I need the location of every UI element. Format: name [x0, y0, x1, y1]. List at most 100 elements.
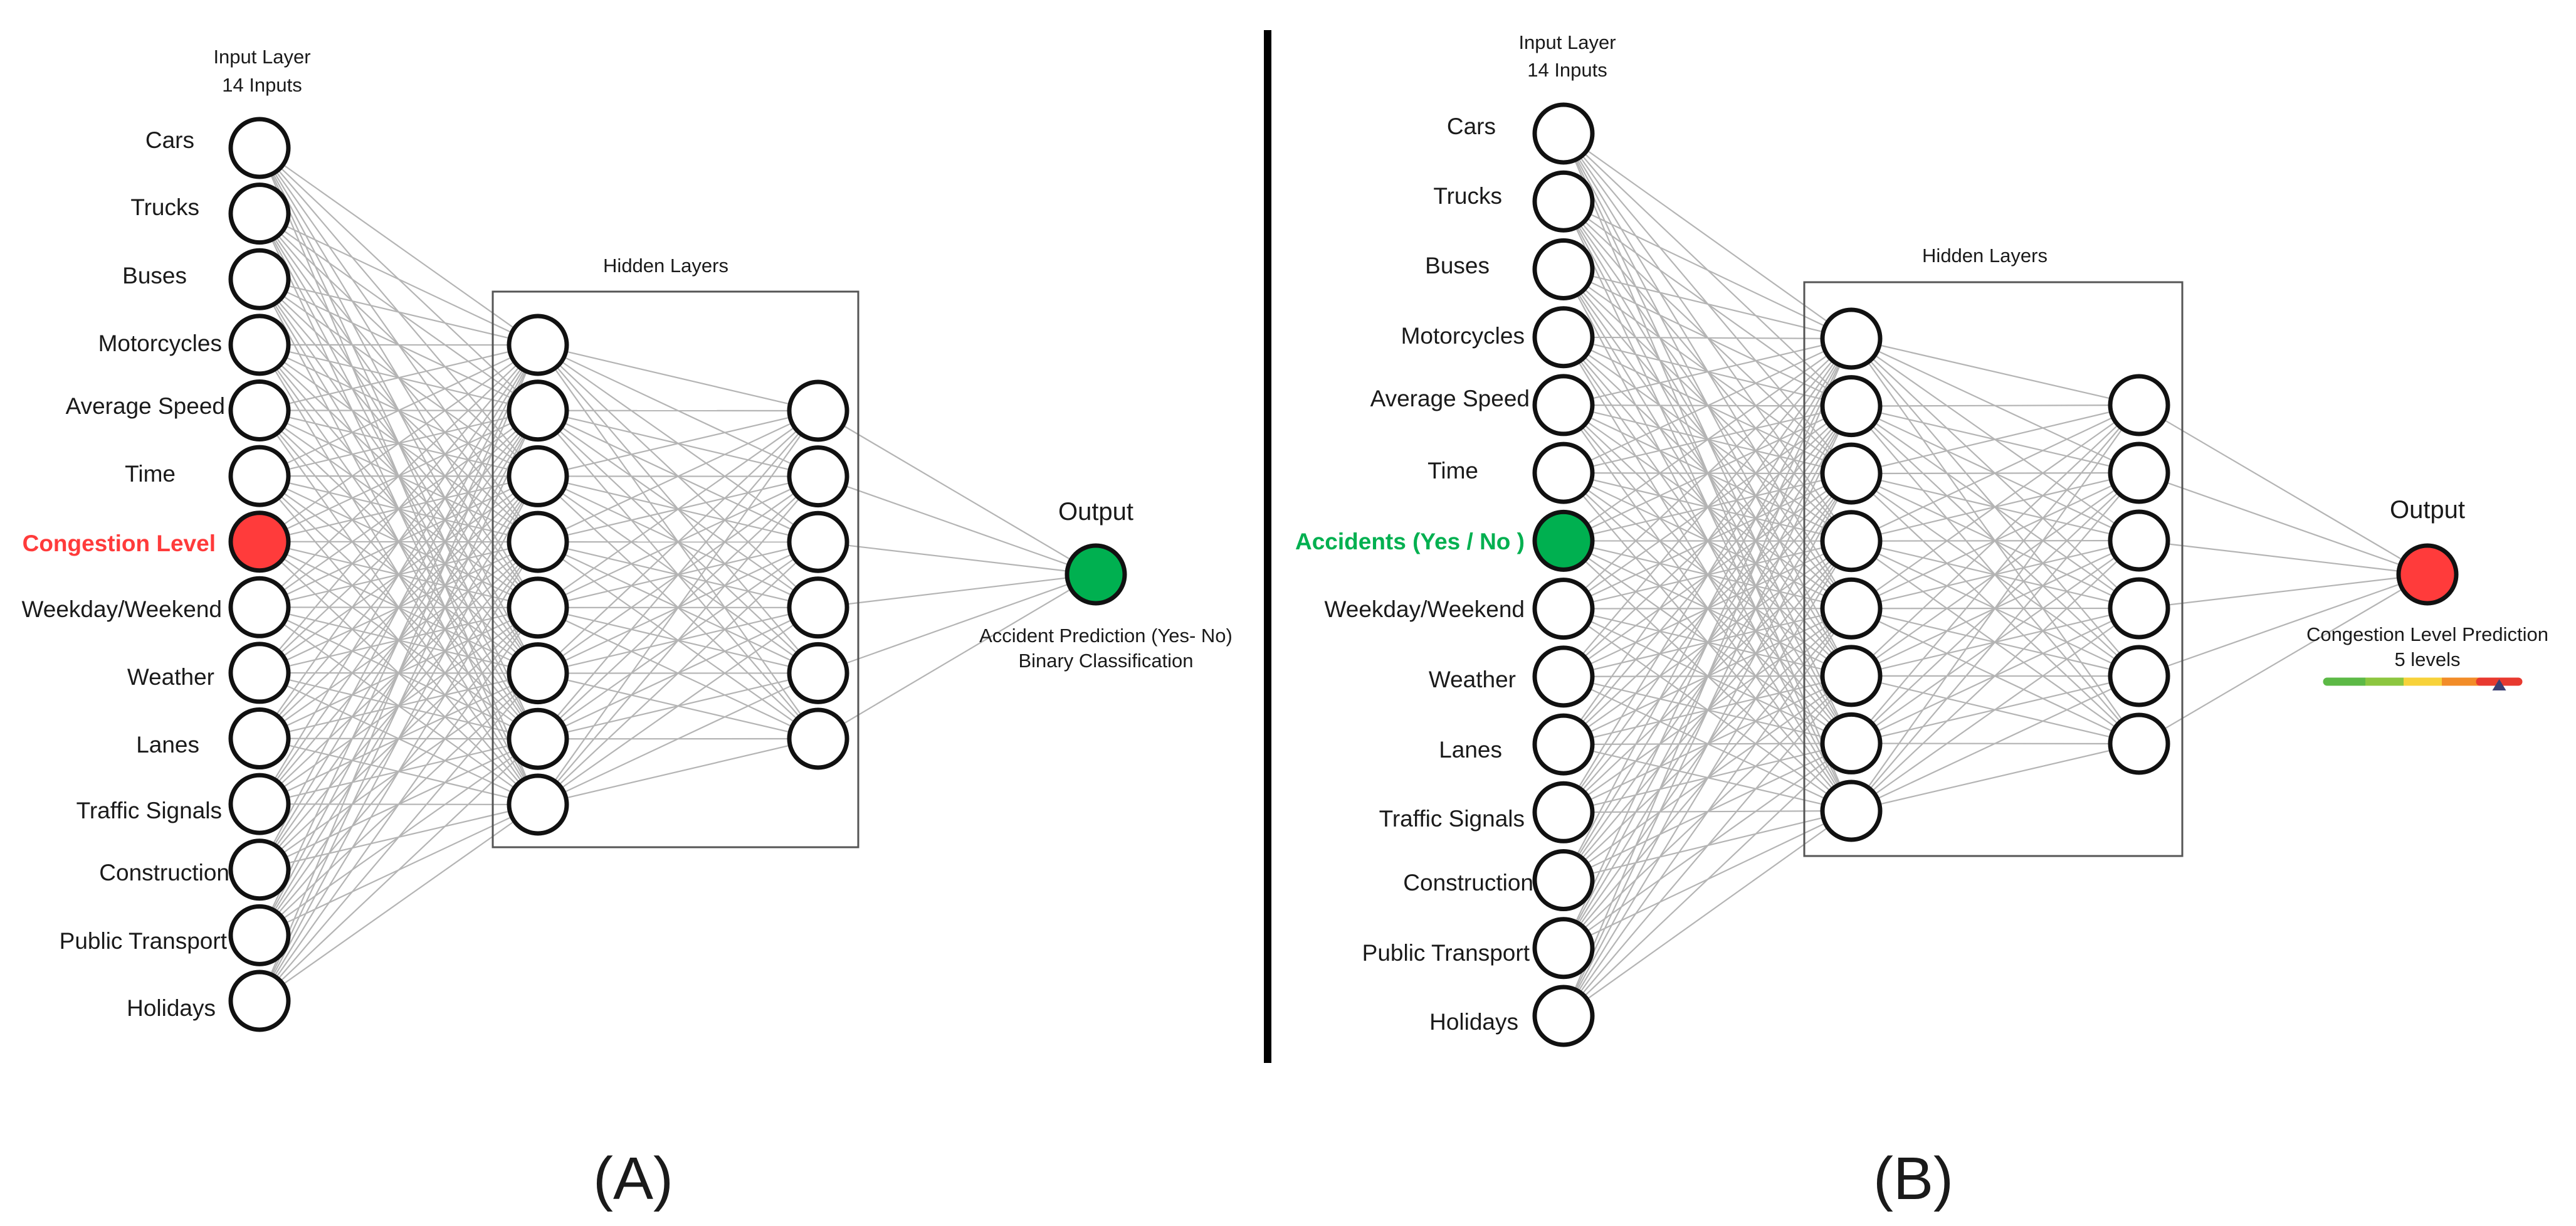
hidden-node — [787, 642, 849, 704]
connection-line — [537, 410, 819, 674]
input-node — [1532, 645, 1595, 708]
input-node — [1532, 170, 1595, 233]
hidden-node — [2108, 577, 2170, 640]
input-label-traffic-signals: Traffic Signals — [1379, 806, 1525, 832]
connection-line — [2138, 574, 2428, 744]
connection-line — [1851, 608, 2140, 811]
connection-line — [259, 344, 539, 411]
input-label-lanes: Lanes — [1439, 737, 1502, 763]
panel-a-hidden-layers-title: Hidden Layers — [603, 255, 728, 277]
input-node — [1532, 917, 1595, 980]
hidden-node — [787, 445, 849, 508]
input-node — [1532, 374, 1595, 436]
hidden-node — [787, 510, 849, 573]
input-label-holidays: Holidays — [127, 995, 216, 1021]
connection-line — [1851, 404, 2140, 407]
connection-line — [537, 344, 819, 412]
panel-a-input-labels: Cars Trucks Buses Motorcycles Average Sp… — [22, 127, 230, 1021]
panel-a-input-count: 14 Inputs — [222, 74, 302, 96]
connection-line — [1563, 338, 1852, 881]
input-node — [1532, 441, 1595, 504]
connection-line — [259, 738, 539, 1001]
connection-line — [259, 344, 539, 936]
connection-line — [259, 804, 539, 1001]
input-node — [228, 248, 291, 310]
hidden-node — [787, 379, 849, 442]
panel-a-output-description: Accident Prediction (Yes- No) — [979, 625, 1233, 647]
hidden-node — [787, 707, 849, 770]
input-label-public-transport: Public Transport — [60, 928, 228, 954]
hidden-node — [507, 642, 569, 705]
input-node — [1532, 509, 1595, 572]
connection-line — [817, 573, 1096, 674]
hidden-node — [1820, 645, 1883, 707]
input-node — [228, 182, 291, 245]
input-label-buses: Buses — [1425, 253, 1490, 278]
connection-line — [1851, 675, 2140, 811]
input-node — [228, 510, 291, 573]
connection-line — [1851, 540, 2140, 811]
input-node — [1532, 238, 1595, 300]
connection-line — [259, 344, 539, 608]
panel-b-input-count: 14 Inputs — [1527, 59, 1607, 81]
panel-a-hidden-layers-box — [492, 290, 860, 848]
connection-line — [1563, 742, 1852, 1017]
input-node — [1532, 713, 1595, 776]
level-marker-icon — [2492, 679, 2506, 690]
connection-line — [259, 213, 539, 346]
panel-a-input-nodes — [228, 117, 291, 1032]
panel-b-input-nodes — [1532, 102, 1595, 1047]
input-label-cars: Cars — [145, 127, 194, 153]
input-node — [228, 379, 291, 441]
panel-b-input-layer-title: Input Layer — [1518, 31, 1616, 53]
panel-b-hidden-layer-1-nodes — [1820, 307, 1883, 842]
input-node — [228, 773, 291, 835]
connection-line — [817, 574, 1096, 739]
hidden-node — [507, 379, 569, 442]
input-node — [228, 838, 291, 901]
panel-a-input-layer-title: Input Layer — [213, 46, 310, 68]
connection-line — [259, 344, 539, 805]
hidden-node — [507, 576, 569, 639]
hidden-node — [507, 510, 569, 573]
connection-line — [1851, 404, 2140, 811]
connection-line — [1563, 268, 1852, 340]
input-label-trucks: Trucks — [1433, 183, 1502, 209]
hidden-node — [507, 773, 569, 836]
connection-line — [537, 737, 819, 806]
connection-line — [537, 410, 819, 740]
input-label-weekday-weekend: Weekday/Weekend — [22, 596, 223, 622]
connection-line — [1851, 404, 2140, 542]
connection-line — [537, 606, 819, 805]
connection-line — [1563, 541, 1852, 1017]
hidden-node — [507, 314, 569, 376]
connection-line — [259, 607, 539, 1001]
connection-line — [817, 541, 1096, 576]
connection-line — [1851, 404, 2140, 475]
connection-line — [259, 344, 539, 674]
connection-line — [259, 344, 539, 739]
connection-line — [817, 410, 1096, 575]
hidden-node — [2108, 645, 2170, 707]
connection-line — [259, 344, 539, 542]
panel-b-output-description: Congestion Level Prediction — [2306, 623, 2548, 645]
input-label-holidays: Holidays — [1429, 1009, 1518, 1035]
panel-a-hidden-layer-1-nodes — [507, 314, 569, 836]
connection-line — [537, 410, 819, 543]
connection-line — [2138, 472, 2428, 576]
input-label-traffic-signals: Traffic Signals — [76, 798, 222, 823]
input-label-trucks: Trucks — [130, 194, 199, 220]
input-node — [228, 314, 291, 376]
connection-line — [2138, 404, 2428, 575]
connection-line — [1563, 201, 1852, 339]
hidden-node — [1820, 779, 1883, 842]
connection-line — [1851, 472, 2140, 811]
panel-b-output-title: Output — [2390, 496, 2465, 524]
connection-line — [1851, 742, 2140, 812]
connection-line — [1563, 675, 1852, 1017]
input-node — [228, 576, 291, 638]
input-node — [1532, 985, 1595, 1047]
hidden-node — [1820, 510, 1883, 573]
input-node — [228, 117, 291, 179]
hidden-node — [1820, 712, 1883, 774]
